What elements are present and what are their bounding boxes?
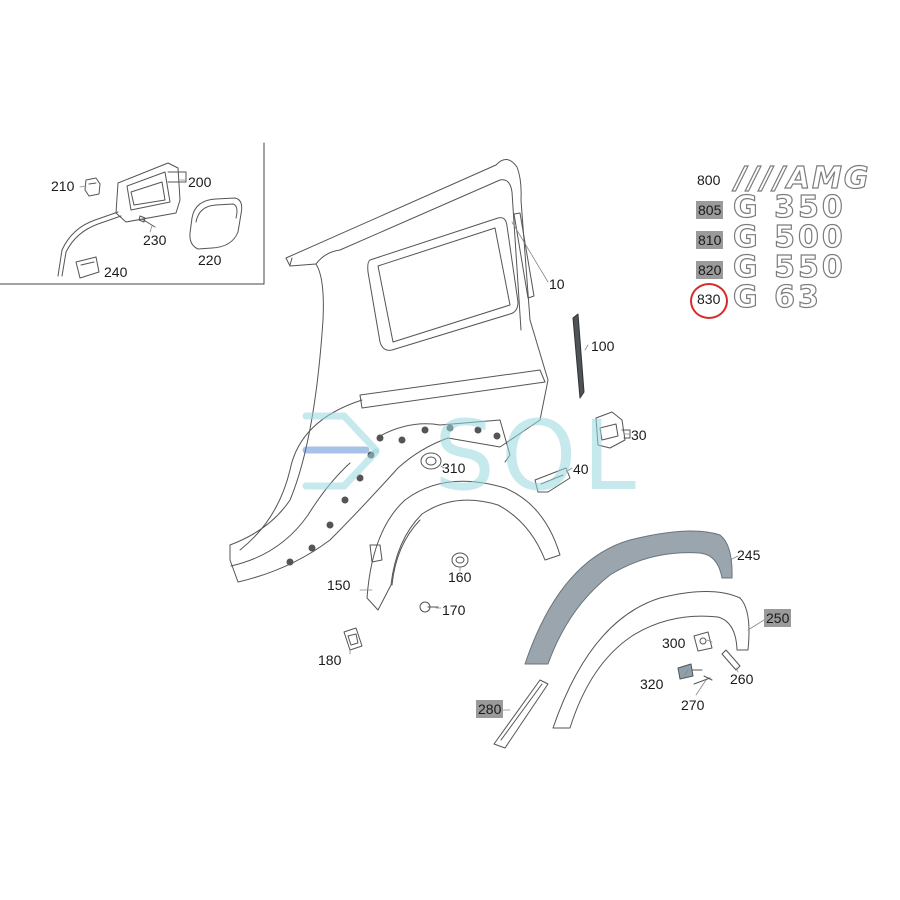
label-100: 100 <box>591 338 615 354</box>
badge-805-g350: G 350 <box>732 190 846 225</box>
label-320: 320 <box>640 676 664 692</box>
label-40: 40 <box>573 461 589 477</box>
label-270: 270 <box>681 697 705 713</box>
label-170: 170 <box>442 602 466 618</box>
watermark-sol: SOL <box>434 400 642 512</box>
badge-805-number: 805 <box>696 201 724 219</box>
inset-frame <box>0 142 265 285</box>
label-150: 150 <box>327 577 351 593</box>
clip-180 <box>343 627 363 651</box>
screw-320 <box>677 663 703 680</box>
badge-800-number: 800 <box>697 172 721 188</box>
drain-hose-240 <box>57 211 122 279</box>
label-220: 220 <box>198 252 222 268</box>
badge-830-highlight-circle <box>690 283 728 319</box>
label-245: 245 <box>737 547 761 563</box>
clip-170 <box>419 601 439 613</box>
label-280: 280 <box>476 700 504 718</box>
label-10: 10 <box>549 276 565 292</box>
watermark-logo-icon <box>302 412 380 490</box>
label-210: 210 <box>51 178 75 194</box>
badge-800-amg: ////AMG <box>734 161 871 196</box>
label-260: 260 <box>730 671 754 687</box>
arch-rivets <box>286 424 501 566</box>
screw-230 <box>138 215 156 228</box>
grommet-310 <box>420 452 442 470</box>
label-180: 180 <box>318 652 342 668</box>
badge-810-g500: G 500 <box>732 220 846 255</box>
badge-820-number: 820 <box>696 261 724 279</box>
badge-830-g63: G 63 <box>732 280 822 315</box>
trim-strip-100 <box>572 313 585 399</box>
clip-40 <box>534 467 571 493</box>
nut-160 <box>451 552 469 568</box>
badge-810-number: 810 <box>696 231 724 249</box>
fender-flare-250 <box>552 591 750 729</box>
fender-flare-245 <box>524 530 733 665</box>
filler-bracket-210 <box>84 177 101 197</box>
label-200: 200 <box>188 174 212 190</box>
label-250: 250 <box>764 609 792 627</box>
label-230: 230 <box>143 232 167 248</box>
wheel-arch-liner-150 <box>366 480 561 611</box>
badge-820-g550: G 550 <box>732 250 846 285</box>
label-300: 300 <box>662 635 686 651</box>
label-240: 240 <box>104 264 128 280</box>
label-310: 310 <box>442 460 466 476</box>
label-30: 30 <box>631 427 647 443</box>
quarter-panel-10 <box>229 159 549 583</box>
fuel-filler-housing <box>115 162 187 223</box>
clip-260 <box>721 649 741 671</box>
label-160: 160 <box>448 569 472 585</box>
pin-270 <box>693 675 713 685</box>
clip-300 <box>693 631 713 652</box>
leader-lines <box>79 179 765 711</box>
trim-strip-280 <box>493 679 549 749</box>
fuel-flap-220 <box>189 197 243 250</box>
